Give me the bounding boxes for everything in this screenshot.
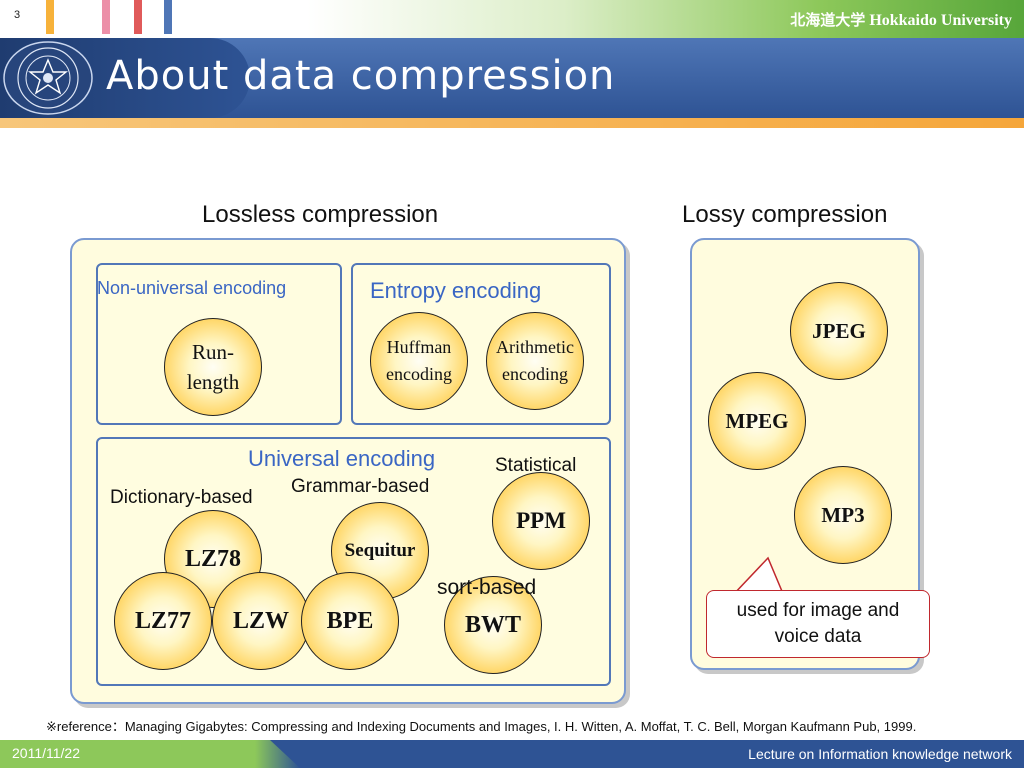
sort-based-label: sort-based <box>437 576 537 599</box>
mpeg-circle: MPEG <box>708 372 806 470</box>
decor-stripe-pink <box>102 0 110 34</box>
entropy-label: Entropy encoding <box>370 278 542 303</box>
reference-note: ※reference：Managing Gigabytes: Compressi… <box>46 719 917 734</box>
run-length-line1: Run- <box>192 340 234 364</box>
ppm-circle: PPM <box>492 472 590 570</box>
statistical-label: Statistical <box>495 455 577 476</box>
arithmetic-circle: Arithmetic encoding <box>486 312 584 410</box>
title-accent-line <box>0 118 1024 128</box>
bpe-label: BPE <box>326 607 374 634</box>
mp3-label: MP3 <box>821 502 865 527</box>
university-kanji: 北海道大学 <box>790 11 866 29</box>
lossy-callout: used for image and voice data <box>706 590 930 658</box>
lz77-label: LZ77 <box>134 607 191 634</box>
university-emblem-icon <box>3 41 93 115</box>
footer-date-band <box>0 740 300 768</box>
slide-number: 3 <box>14 9 21 21</box>
lz78-label: LZ78 <box>184 545 241 572</box>
run-length-circle: Run- length <box>164 318 262 416</box>
callout-line1: used for image and <box>736 600 900 621</box>
universal-label: Universal encoding <box>248 446 436 471</box>
bwt-circle: BWT <box>444 576 542 674</box>
jpeg-label: JPEG <box>812 318 866 343</box>
ppm-label: PPM <box>516 508 566 533</box>
bwt-label: BWT <box>464 611 521 638</box>
mp3-circle: MP3 <box>794 466 892 564</box>
decor-stripe-red <box>134 0 142 34</box>
footer-lecture-title: Lecture on Information knowledge network <box>748 746 1012 762</box>
callout-pointer <box>730 556 785 596</box>
decor-stripe-orange <box>46 0 54 34</box>
grammar-based-label: Grammar-based <box>291 476 430 497</box>
decor-stripe-blue <box>164 0 172 34</box>
footer-date: 2011/11/22 <box>12 745 80 761</box>
page-title: About data compression <box>106 53 616 99</box>
sequitur-label: Sequitur <box>344 540 416 561</box>
arithmetic-line1: Arithmetic <box>496 337 574 357</box>
callout-line2: voice data <box>774 626 862 647</box>
dictionary-based-label: Dictionary-based <box>110 487 253 508</box>
lossy-heading: Lossy compression <box>682 201 888 228</box>
university-name: Hokkaido University <box>869 12 1012 29</box>
lossless-heading: Lossless compression <box>202 201 439 228</box>
huffman-line1: Huffman <box>386 337 452 357</box>
huffman-line2: encoding <box>386 364 452 384</box>
arithmetic-line2: encoding <box>502 364 568 384</box>
lzw-label: LZW <box>232 607 289 634</box>
lz77-circle: LZ77 <box>114 572 212 670</box>
huffman-circle: Huffman encoding <box>370 312 468 410</box>
bpe-circle: BPE <box>301 572 399 670</box>
jpeg-circle: JPEG <box>790 282 888 380</box>
run-length-line2: length <box>186 370 240 394</box>
lzw-circle: LZW <box>212 572 310 670</box>
non-universal-label: Non-universal encoding <box>97 278 287 298</box>
mpeg-label: MPEG <box>725 408 789 433</box>
